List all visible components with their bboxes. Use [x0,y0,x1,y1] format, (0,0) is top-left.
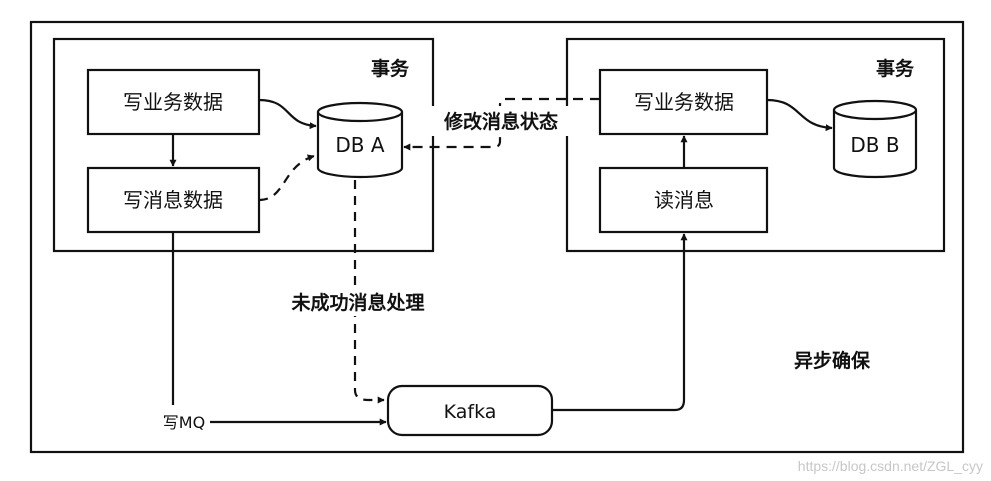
modify-status-label: 修改消息状态 [443,110,558,133]
modify-status-label-bg [429,106,574,136]
arrow-unsuccessful-to-kafka [353,180,385,404]
write-business-data-label-right: 写业务数据 [634,90,734,114]
write-message-data-label: 写消息数据 [123,188,223,212]
db-a-label: DB A [335,133,384,157]
watermark: https://blog.csdn.net/ZGL_cyy [798,458,983,474]
arrow-kafka-to-read [552,233,688,412]
unsuccessful-label-bg [276,286,444,316]
read-message-label: 读消息 [654,188,714,212]
outer-frame [29,20,965,454]
left-transaction-box [52,37,435,253]
write-business-data-box-right [598,68,769,136]
db-a-cylinder [316,101,404,179]
db-b-label: DB B [850,133,899,157]
write-business-data-box-left [86,68,261,136]
right-transaction-title: 事务 [876,57,915,80]
kafka-label: Kafka [444,401,497,423]
write-mq-label: 写MQ [163,413,205,432]
right-transaction-box [565,37,946,253]
left-transaction-title: 事务 [371,57,410,80]
db-b-cylinder [832,99,918,179]
arrow-business-to-db-b [766,98,833,132]
read-message-box [598,166,769,234]
async-guarantee-label: 异步确保 [794,349,871,372]
write-business-data-label-left: 写业务数据 [123,90,223,114]
arrow-message-to-db-a [258,154,315,202]
arrow-business-to-db-a [258,98,317,130]
unsuccessful-label: 未成功消息处理 [290,291,424,314]
